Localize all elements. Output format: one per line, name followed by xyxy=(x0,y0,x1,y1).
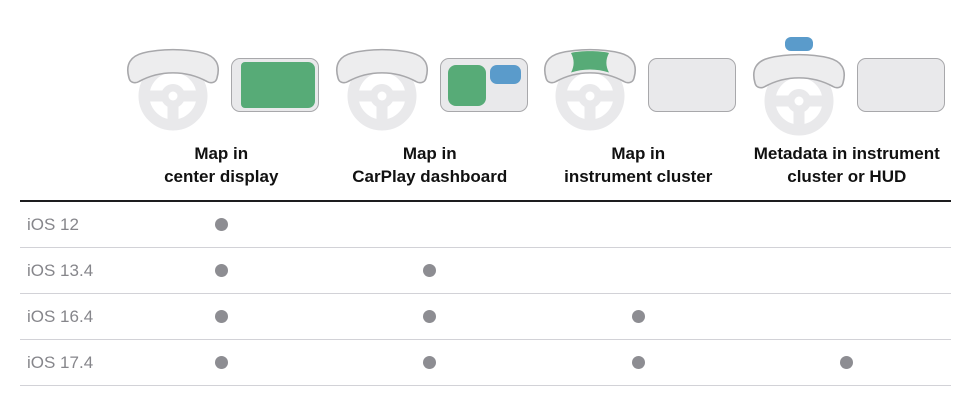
table-row-ios-13-4: iOS 13.4 xyxy=(20,248,951,294)
support-dot xyxy=(214,264,228,277)
steering-wheel-icon xyxy=(335,48,428,131)
support-cell xyxy=(326,264,535,277)
empty-center-display-icon xyxy=(856,58,945,112)
carplay-availability-table: Map in center display Map i xyxy=(20,0,951,386)
row-label: iOS 12 xyxy=(27,214,79,234)
center-display-icon xyxy=(231,58,320,112)
column-label-line1: Map in xyxy=(194,144,249,163)
column-label-line1: Map in xyxy=(402,144,457,163)
column-label: Map in center display xyxy=(164,142,278,188)
support-cell xyxy=(117,310,326,323)
steering-wheel-icon xyxy=(127,48,220,131)
support-cell xyxy=(117,264,326,277)
row-label: iOS 17.4 xyxy=(27,352,94,372)
steering-wheel-green-instrument-cluster-icon xyxy=(540,36,737,132)
dashboard-display-icon xyxy=(439,58,528,112)
instrument-cluster-screen-green xyxy=(571,51,610,73)
steering-wheel-blue-hud-icon xyxy=(749,36,945,136)
empty-center-display-icon xyxy=(648,58,737,112)
column-label: Metadata in instrument cluster or HUD xyxy=(754,142,940,188)
column-label-line1: Map in xyxy=(611,144,666,163)
column-label: Map in CarPlay dashboard xyxy=(352,142,507,188)
support-dot xyxy=(423,264,437,277)
support-cell xyxy=(534,310,743,323)
column-label: Map in instrument cluster xyxy=(564,142,712,188)
widget-pane-blue xyxy=(489,65,521,84)
map-screen-green xyxy=(241,62,316,108)
support-cell xyxy=(743,356,952,369)
column-header-metadata-cluster-hud: Metadata in instrument cluster or HUD xyxy=(743,36,952,200)
column-label-line1: Metadata in instrument xyxy=(753,144,940,163)
support-dot xyxy=(214,356,228,369)
support-cell xyxy=(534,356,743,369)
row-label: iOS 13.4 xyxy=(27,260,94,280)
table-body: iOS 12 iOS 13.4 iOS 16.4 iOS 17.4 xyxy=(20,202,951,386)
column-label-line2: CarPlay dashboard xyxy=(352,167,508,186)
support-dot xyxy=(840,356,854,369)
map-pane-green xyxy=(447,65,486,106)
support-cell xyxy=(326,310,535,323)
column-header-map-carplay-dashboard: Map in CarPlay dashboard xyxy=(326,36,535,200)
steering-wheel-and-dashboard-display-icon xyxy=(332,36,528,132)
support-dot xyxy=(631,310,645,323)
support-dot xyxy=(631,356,645,369)
column-label-line2: cluster or HUD xyxy=(787,167,907,186)
support-cell xyxy=(117,356,326,369)
table-row-ios-12: iOS 12 xyxy=(20,202,951,248)
column-header-map-center-display: Map in center display xyxy=(117,36,326,200)
table-row-ios-16-4: iOS 16.4 xyxy=(20,294,951,340)
support-dot xyxy=(423,310,437,323)
table-row-ios-17-4: iOS 17.4 xyxy=(20,340,951,386)
column-label-line2: instrument cluster xyxy=(564,167,713,186)
steering-wheel-icon xyxy=(544,48,637,131)
support-cell xyxy=(117,218,326,231)
support-cell xyxy=(326,356,535,369)
table-header: Map in center display Map i xyxy=(20,0,951,202)
support-dot xyxy=(214,310,228,323)
column-header-map-instrument-cluster: Map in instrument cluster xyxy=(534,36,743,200)
hud-screen-blue xyxy=(784,37,813,51)
support-dot xyxy=(423,356,437,369)
header-spacer xyxy=(20,36,117,200)
support-dot xyxy=(214,218,228,231)
column-label-line2: center display xyxy=(164,167,279,186)
steering-wheel-icon xyxy=(752,37,845,136)
row-label: iOS 16.4 xyxy=(27,306,94,326)
steering-wheel-and-green-center-display-icon xyxy=(123,36,320,132)
